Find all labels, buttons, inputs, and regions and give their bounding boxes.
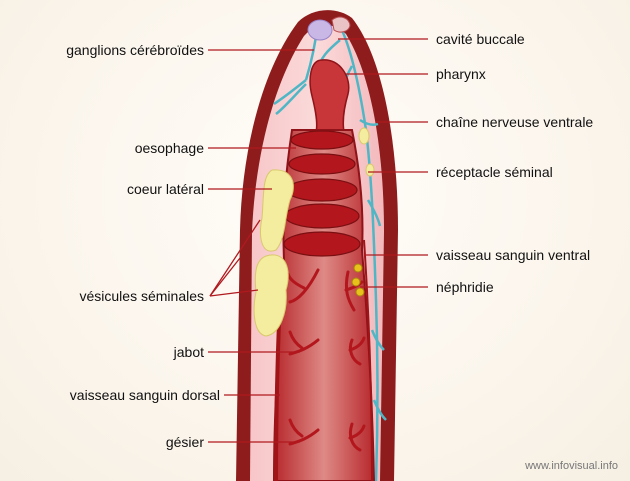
label-ganglions: ganglions cérébroïdes <box>66 42 204 58</box>
label-receptacle-seminal: réceptacle séminal <box>436 164 553 180</box>
pharynx-shape <box>310 60 349 132</box>
credit-text: www.infovisual.info <box>525 460 618 472</box>
label-gesier: gésier <box>166 434 204 450</box>
label-cavite-buccale: cavité buccale <box>436 31 525 47</box>
label-jabot: jabot <box>174 344 204 360</box>
cerebral-ganglia <box>308 20 332 40</box>
label-vesicules-seminales: vésicules séminales <box>80 288 205 304</box>
label-oesophage: oesophage <box>135 140 204 156</box>
label-chaine-nerveuse: chaîne nerveuse ventrale <box>436 114 593 130</box>
label-vaisseau-ventral: vaisseau sanguin ventral <box>436 247 590 263</box>
label-pharynx: pharynx <box>436 66 486 82</box>
label-nephridie: néphridie <box>436 279 494 295</box>
buccal-cavity-shape <box>332 17 350 32</box>
label-coeur-lateral: coeur latéral <box>127 181 204 197</box>
label-vaisseau-dorsal: vaisseau sanguin dorsal <box>70 387 220 403</box>
